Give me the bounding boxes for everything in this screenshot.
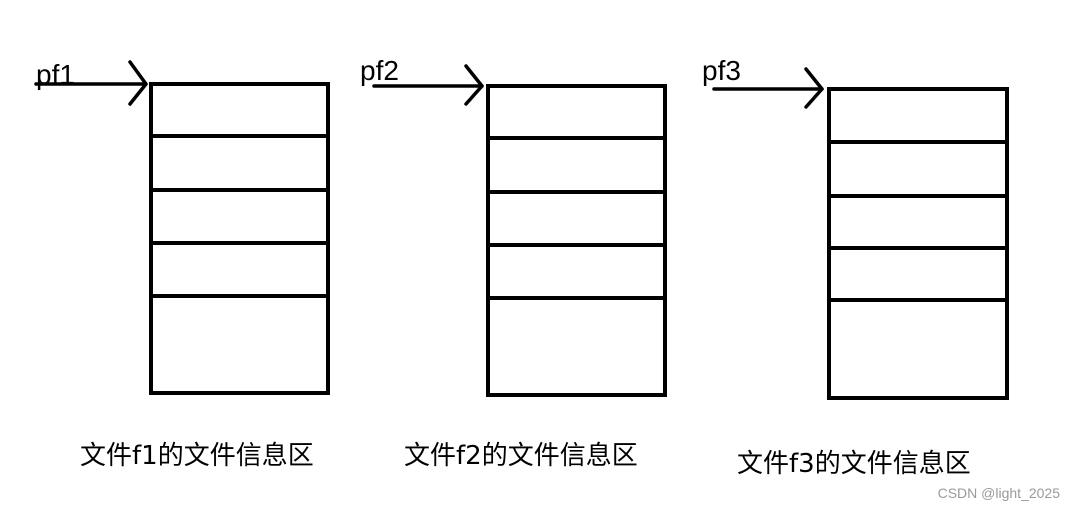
- file-group-f1: pf1 文件f1的文件信息区: [34, 59, 330, 471]
- file-info-block-f2: [486, 84, 667, 397]
- pointer-label-pf2: pf2: [360, 55, 399, 86]
- file-info-block-f3: [827, 87, 1009, 400]
- caption-f1: 文件f1的文件信息区: [80, 441, 314, 471]
- caption-f3: 文件f3的文件信息区: [737, 449, 971, 479]
- caption-f2: 文件f2的文件信息区: [404, 441, 638, 471]
- pointer-label-pf3: pf3: [702, 55, 741, 86]
- pointer-arrow-pf2: [372, 64, 484, 106]
- file-group-f3: pf3 文件f3的文件信息区: [702, 55, 1009, 479]
- watermark: CSDN @light_2025: [938, 485, 1061, 501]
- file-group-f2: pf2 文件f2的文件信息区: [360, 55, 667, 471]
- pointer-arrow-pf1: [34, 60, 148, 106]
- pointer-arrow-pf3: [712, 67, 824, 109]
- file-info-block-f1: [149, 82, 330, 395]
